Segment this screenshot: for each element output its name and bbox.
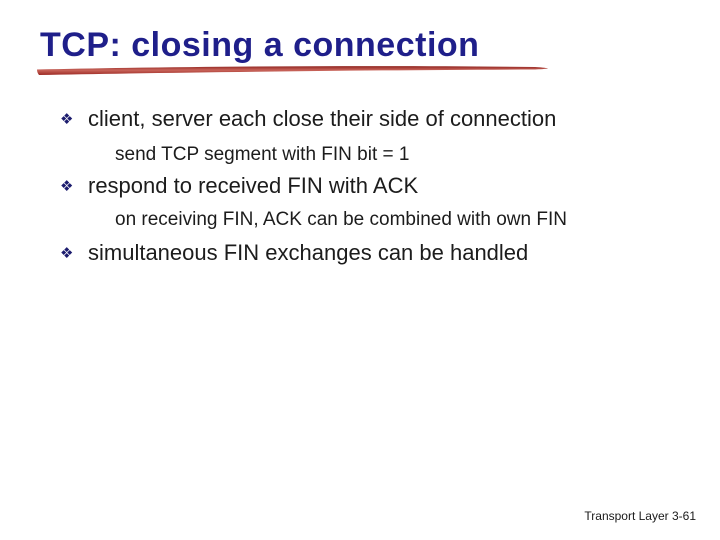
square-bullet-icon (96, 208, 115, 214)
sub-bullet-text: send TCP segment with FIN bit = 1 (115, 144, 410, 165)
square-bullet-icon (96, 143, 115, 149)
sub-bullet-item: send TCP segment with FIN bit = 1 (96, 143, 696, 166)
diamond-bullet-icon: ❖ (60, 177, 74, 195)
slide-footer-page-label: Transport Layer 3-61 (584, 509, 696, 523)
bullet-text: simultaneous FIN exchanges can be handle… (88, 240, 529, 265)
bullet-item: ❖ simultaneous FIN exchanges can be hand… (60, 240, 700, 266)
bullet-text: respond to received FIN with ACK (88, 173, 419, 198)
sub-bullet-text: on receiving FIN, ACK can be combined wi… (115, 209, 567, 230)
title-underline-stroke (37, 66, 548, 75)
bullet-text: client, server each close their side of … (88, 106, 557, 131)
bullet-item: ❖ respond to received FIN with ACK (60, 173, 700, 199)
diamond-bullet-icon: ❖ (60, 110, 74, 128)
slide-title: TCP: closing a connection (40, 26, 480, 64)
diamond-bullet-icon: ❖ (60, 244, 74, 262)
sub-bullet-item: on receiving FIN, ACK can be combined wi… (96, 208, 696, 231)
bullet-item: ❖ client, server each close their side o… (60, 106, 700, 132)
